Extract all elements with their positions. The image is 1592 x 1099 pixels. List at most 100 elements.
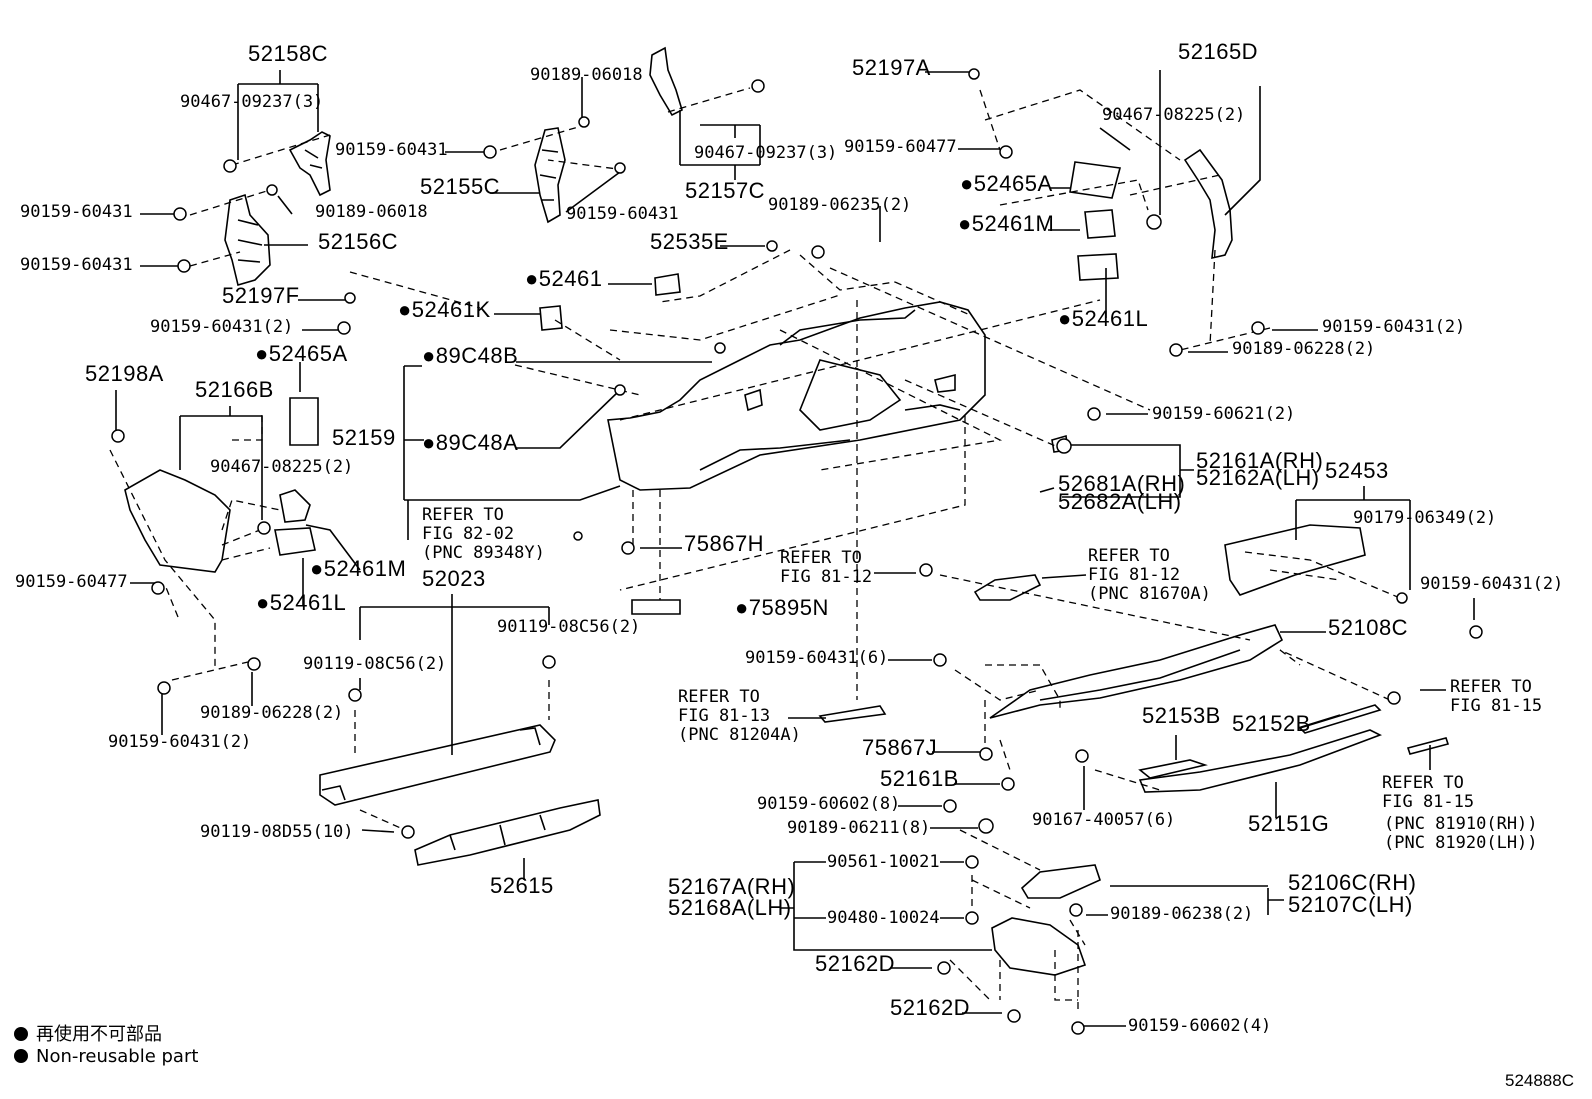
part-label-52155C: 52155C <box>420 174 501 199</box>
part-label-52197A: 52197A <box>852 55 931 80</box>
part-label-52535E: 52535E <box>650 229 729 254</box>
legend-en: Non-reusable part <box>14 1046 198 1067</box>
part-label-52615: 52615 <box>490 873 554 898</box>
part-label-refer-82-02-c: (PNC 89348Y) <box>422 543 545 563</box>
strip-75895N <box>631 599 681 615</box>
fasteners <box>111 68 1483 1035</box>
part-label-52159: 52159 <box>332 425 396 450</box>
part-label-75867J: 75867J <box>862 735 938 760</box>
part-label-52106C: 52106C(RH) <box>1288 870 1417 895</box>
part-label-90467-09237-3a: 90467-09237(3) <box>180 92 324 112</box>
molding-52151G <box>1138 729 1382 793</box>
pad-52465A-right <box>1069 161 1122 199</box>
part-label-52153B: 52153B <box>1142 703 1221 728</box>
part-label-90119-08D55-10: 90119-08D55(10) <box>200 822 354 842</box>
part-label-refer-81-12-b1: REFER TO <box>1088 546 1170 566</box>
part-label-52465A-b: ●52465A <box>960 171 1053 196</box>
lower-cover-52108C <box>989 624 1284 719</box>
part-label-52023: 52023 <box>422 566 486 591</box>
part-label-52461: ●52461 <box>525 266 603 291</box>
part-label-52107C: 52107C(LH) <box>1288 892 1413 917</box>
part-label-75895N: ●75895N <box>735 595 829 620</box>
bracket-52155C <box>534 127 566 224</box>
legend-en-text: Non-reusable part <box>36 1046 199 1067</box>
part-label-refer-81-15-b4: (PNC 81920(LH)) <box>1384 833 1538 853</box>
part-label-refer-81-15-a2: FIG 81-15 <box>1450 696 1543 716</box>
part-label-52151G: 52151G <box>1248 811 1330 836</box>
part-label-90119-08C56-2a: 90119-08C56(2) <box>497 617 641 637</box>
seal-52106C <box>1020 864 1101 899</box>
part-label-75867H: 75867H <box>684 531 765 556</box>
part-label-90167-40057-6: 90167-40057(6) <box>1032 810 1176 830</box>
legend-jp: 再使用不可部品 <box>14 1020 162 1046</box>
part-label-52152B: 52152B <box>1232 711 1311 736</box>
reinforcement-52023 <box>319 724 556 806</box>
absorber-52615 <box>414 799 601 866</box>
dashed-lines <box>109 87 1401 1010</box>
part-label-refer-81-13-c: (PNC 81204A) <box>678 725 801 745</box>
part-label-refer-81-15-b2: FIG 81-15 <box>1382 792 1475 812</box>
pad-52461K <box>539 305 563 331</box>
part-label-90467-08225-2b: 90467-08225(2) <box>1102 105 1246 125</box>
part-label-90480-10024: 90480-10024 <box>827 908 940 928</box>
part-label-90159-60431-2c: 90159-60431(2) <box>1322 317 1466 337</box>
trim-52152B <box>1298 704 1382 734</box>
part-label-90189-06018-b: 90189-06018 <box>530 65 643 85</box>
part-label-52682A: 52682A(LH) <box>1058 489 1182 514</box>
leader-lines <box>115 70 1475 1027</box>
part-label-89C48A: ●89C48A <box>422 430 519 455</box>
part-label-52161B: 52161B <box>880 766 959 791</box>
part-label-refer-81-15-b1: REFER TO <box>1382 773 1464 793</box>
legend-jp-text: 再使用不可部品 <box>36 1024 162 1045</box>
part-label-52197F: 52197F <box>222 283 300 308</box>
part-label-90159-60431-a: 90159-60431 <box>335 140 448 160</box>
license-plate-bracket-52453 <box>1224 524 1366 596</box>
bracket-52158C <box>288 131 331 197</box>
part-label-52161A: 52161A(RH) <box>1196 448 1324 473</box>
part-label-52168A: 52168A(LH) <box>668 895 792 920</box>
part-label-90159-60431-d: 90159-60431 <box>566 204 679 224</box>
part-label-90189-06211-8: 90189-06211(8) <box>787 818 931 838</box>
pad-52461M-right <box>1084 209 1116 239</box>
bullet-icon <box>14 1027 28 1041</box>
part-label-52453: 52453 <box>1325 458 1389 483</box>
molding-52153B <box>1138 759 1208 779</box>
part-label-52162A: 52162A(LH) <box>1196 465 1320 490</box>
sensor-81204A <box>818 705 887 723</box>
part-label-90467-08225-2a: 90467-08225(2) <box>210 457 354 477</box>
part-label-refer-82-02-b: FIG 82-02 <box>422 524 515 544</box>
part-label-refer-81-12-a2: FIG 81-12 <box>780 567 873 587</box>
part-label-52461L-a: ●52461L <box>256 590 347 615</box>
part-label-refer-81-13-a: REFER TO <box>678 687 760 707</box>
pad-52461 <box>654 273 681 296</box>
part-label-90561-10021: 90561-10021 <box>827 852 940 872</box>
bracket-52156C <box>224 193 271 287</box>
pad-52461M-left <box>279 489 311 523</box>
part-label-52162D-b: 52162D <box>890 995 971 1020</box>
figure-id: 524888C <box>1504 1071 1574 1090</box>
bracket-52157C <box>649 46 683 117</box>
part-label-52461M-a: ●52461M <box>310 556 407 581</box>
part-label-52461M-b: ●52461M <box>958 211 1055 236</box>
part-label-90159-60602-8: 90159-60602(8) <box>757 794 901 814</box>
part-label-52198A: 52198A <box>85 361 164 386</box>
part-label-52157C: 52157C <box>685 178 766 203</box>
side-panel-52166B <box>124 469 231 573</box>
part-label-90467-09237-3b: 90467-09237(3) <box>694 143 838 163</box>
part-label-90159-60431-6: 90159-60431(6) <box>745 648 889 668</box>
bullet-icon <box>14 1049 28 1063</box>
part-label-90159-60621-2: 90159-60621(2) <box>1152 404 1296 424</box>
trim-81910 <box>1406 737 1450 755</box>
part-label-89C48B: ●89C48B <box>422 343 519 368</box>
part-label-90189-06235-2: 90189-06235(2) <box>768 195 912 215</box>
part-label-90189-06238-2: 90189-06238(2) <box>1110 904 1254 924</box>
part-label-52162D-a: 52162D <box>815 951 896 976</box>
reflector-81670A <box>973 574 1042 601</box>
part-label-90159-60431-b: 90159-60431 <box>20 202 133 222</box>
part-label-refer-82-02-a: REFER TO <box>422 505 504 525</box>
part-label-90159-60431-2b: 90159-60431(2) <box>108 732 252 752</box>
part-label-52461K: ●52461K <box>398 297 491 322</box>
rear-bumper-cover-52159 <box>607 301 986 491</box>
part-label-52167A: 52167A(RH) <box>668 874 796 899</box>
